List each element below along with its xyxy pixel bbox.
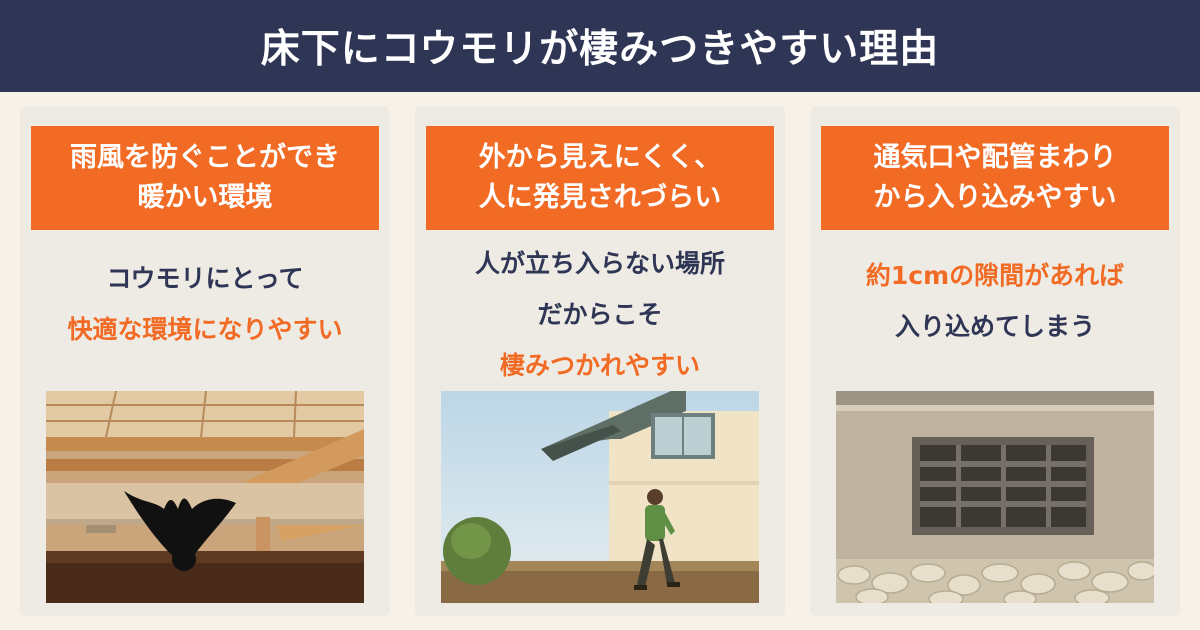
reason-card-vent-gaps: 通気口や配管まわり から入り込みやすい 約1cmの隙間があれば 入り込めてしまう — [810, 106, 1180, 616]
card-body-line-accent: 約1cmの隙間があれば — [865, 261, 1125, 290]
card-body-line: コウモリにとって — [106, 264, 304, 293]
card-body: コウモリにとって 快適な環境になりやすい — [30, 253, 380, 355]
card-body-line: 入り込めてしまう — [894, 312, 1095, 341]
foundation-vent-illustration — [836, 391, 1154, 603]
card-body-line-accent: 快適な環境になりやすい — [67, 315, 343, 344]
card-heading-line: 通気口や配管まわり — [873, 142, 1117, 173]
card-body: 約1cmの隙間があれば 入り込めてしまう — [820, 250, 1170, 352]
reason-card-warm-shelter: 雨風を防ぐことができ 暖かい環境 コウモリにとって 快適な環境になりやすい — [20, 106, 390, 616]
card-heading: 外から見えにくく、 人に発見されづらい — [426, 126, 774, 230]
card-body-line-accent: 棲みつかれやすい — [499, 351, 700, 380]
house-and-person-illustration — [441, 391, 759, 603]
card-heading-line: 暖かい環境 — [137, 182, 273, 213]
card-heading-line: 雨風を防ぐことができ — [70, 142, 340, 173]
foundation-vent-image — [836, 391, 1154, 603]
bat-under-floor-image — [46, 391, 364, 603]
bat-under-floor-illustration — [46, 391, 364, 603]
card-body: 人が立ち入らない場所 だからこそ 棲みつかれやすい — [425, 238, 775, 391]
person-figure — [634, 489, 680, 590]
card-heading-line: から入り込みやすい — [873, 182, 1117, 213]
card-body-line: 人が立ち入らない場所 — [474, 249, 725, 278]
card-heading: 通気口や配管まわり から入り込みやすい — [821, 126, 1169, 230]
card-heading: 雨風を防ぐことができ 暖かい環境 — [31, 126, 379, 230]
page-title: 床下にコウモリが棲みつきやすい理由 — [260, 27, 940, 72]
card-heading-line: 人に発見されづらい — [478, 182, 722, 213]
reason-card-hidden-place: 外から見えにくく、 人に発見されづらい 人が立ち入らない場所 だからこそ 棲みつ… — [415, 106, 785, 616]
house-and-person-image — [441, 391, 759, 603]
card-body-line: だからこそ — [537, 300, 663, 329]
card-heading-line: 外から見えにくく、 — [478, 142, 722, 173]
page-header: 床下にコウモリが棲みつきやすい理由 — [0, 0, 1200, 92]
